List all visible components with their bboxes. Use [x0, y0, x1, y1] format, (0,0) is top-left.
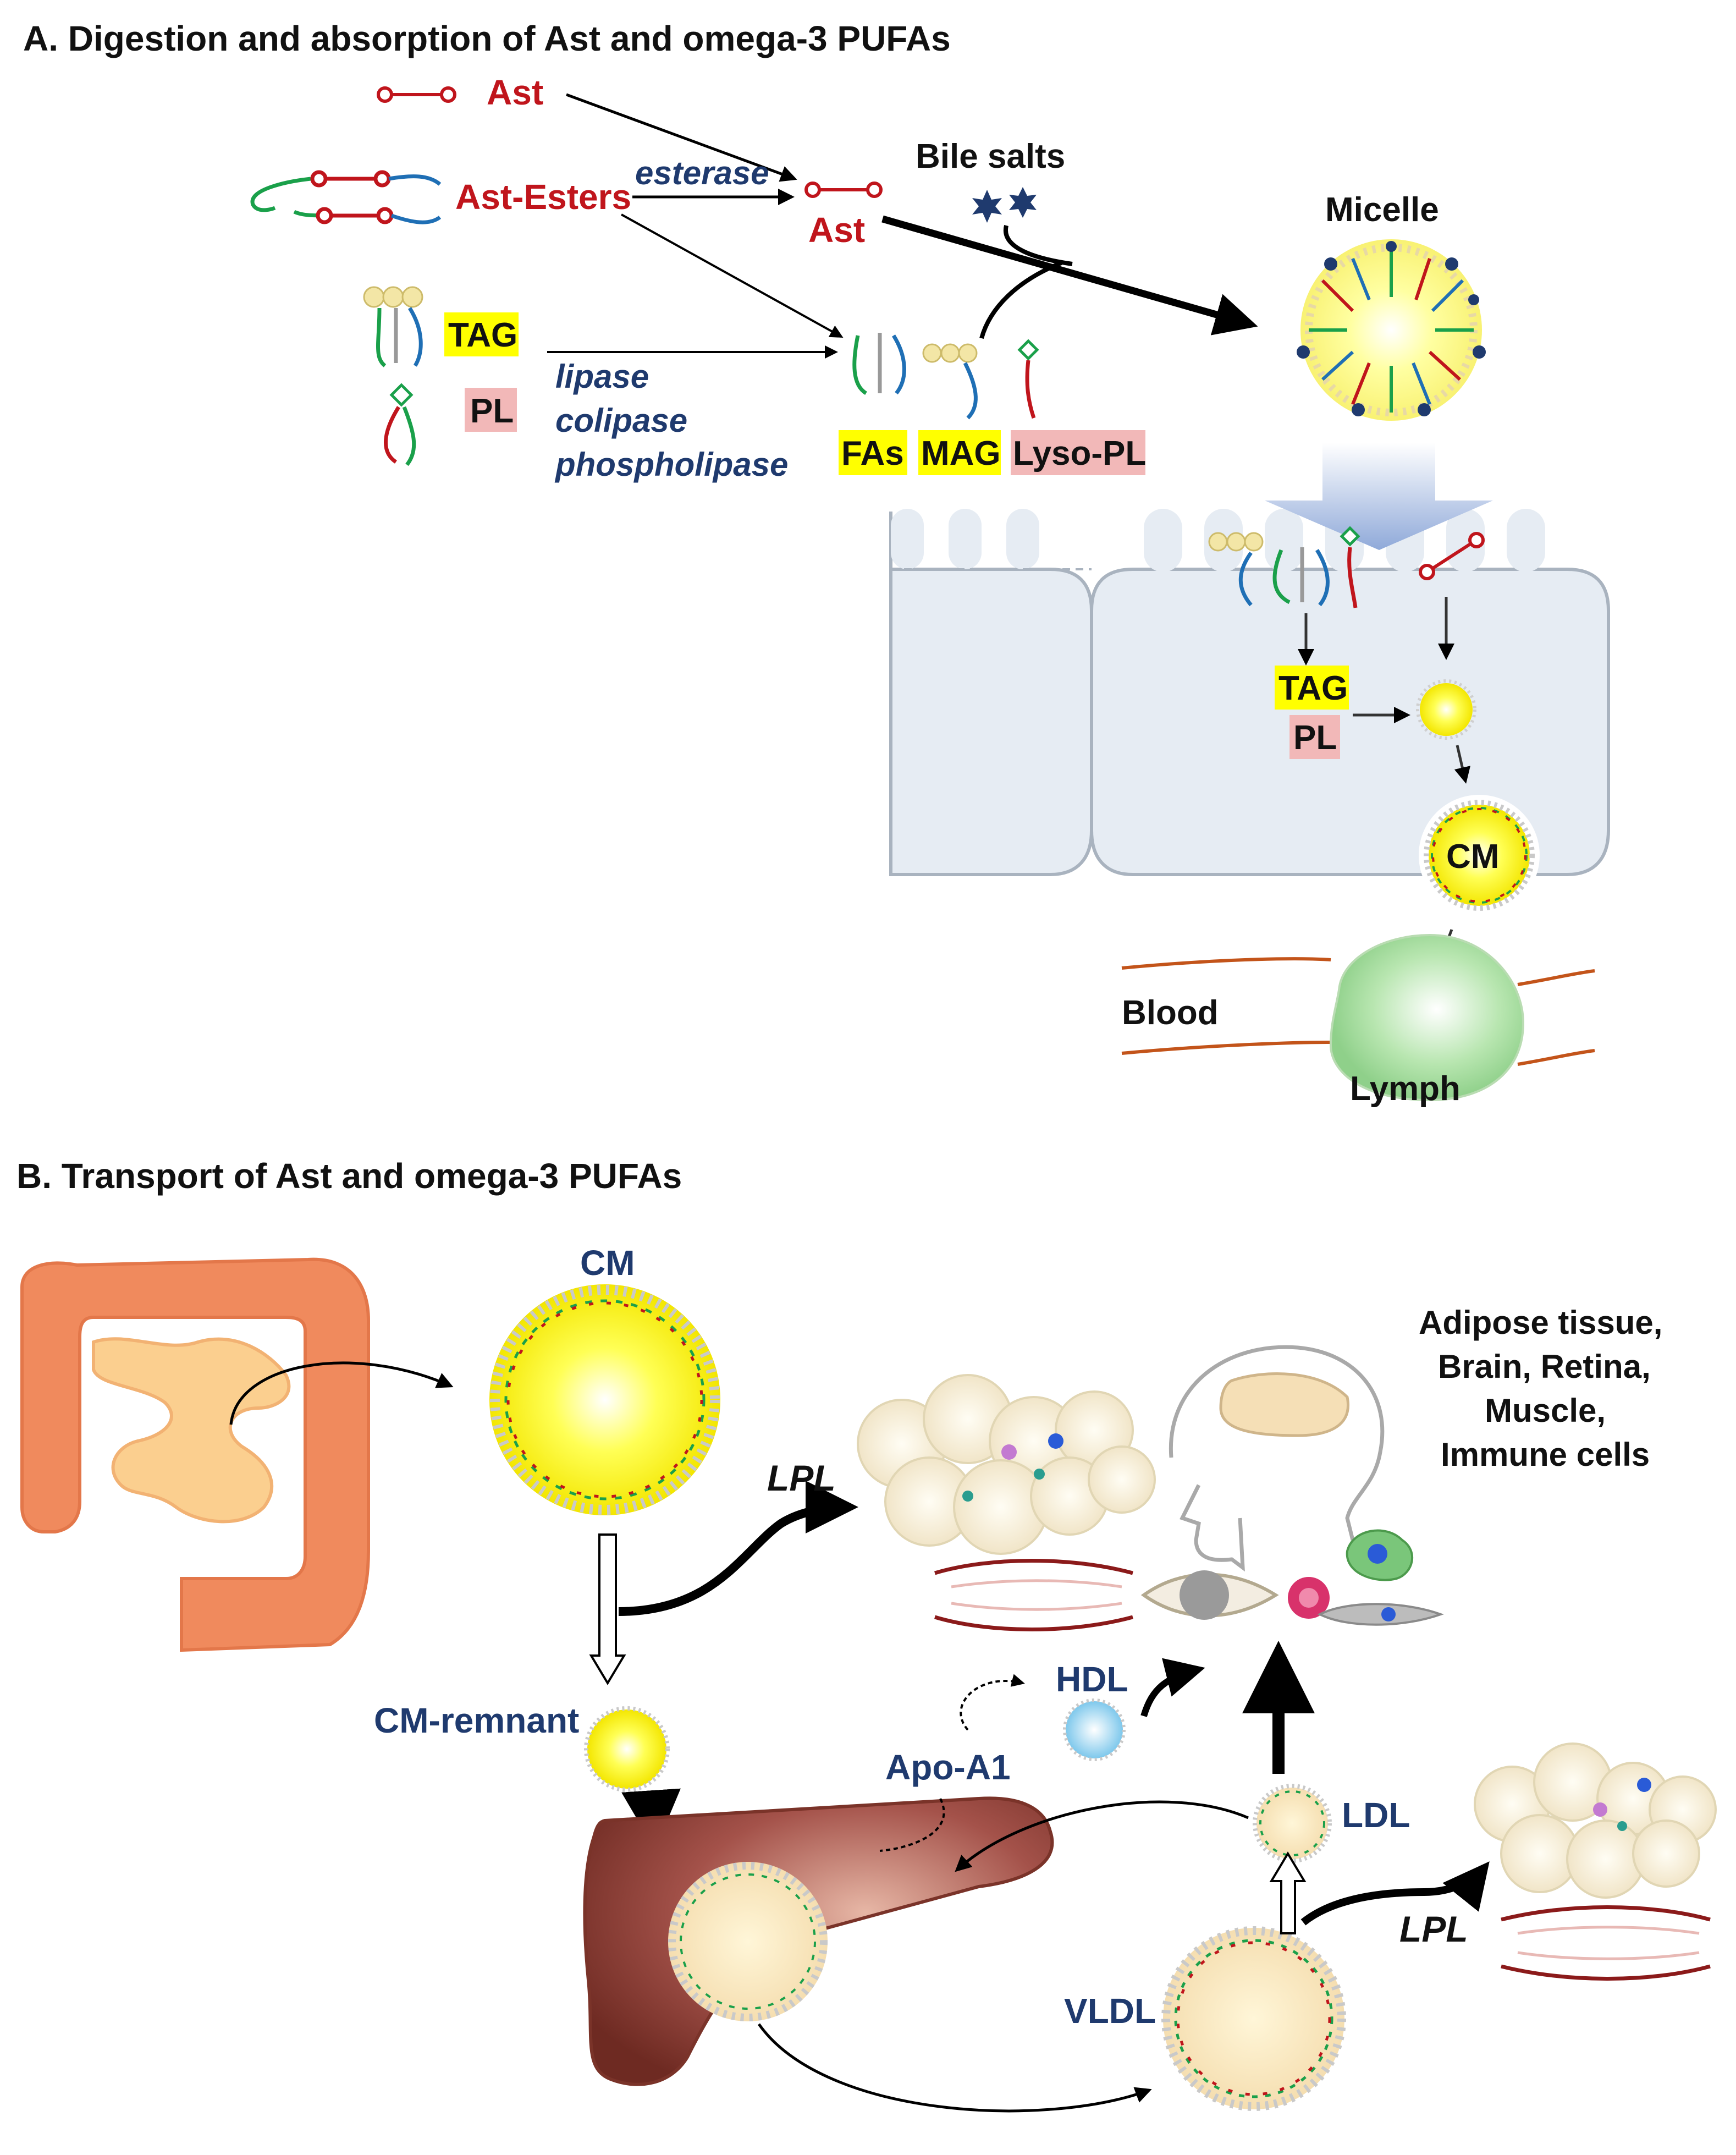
tissue-list-line-3: Muscle,: [1485, 1392, 1606, 1429]
adipose-tissue-bottom-icon: [1474, 1742, 1717, 1899]
pl-highlight: [465, 388, 517, 432]
apo-a1-label: Apo-A1: [885, 1747, 1011, 1787]
ast-to-ast-arrow: [566, 93, 797, 182]
cell-pl-highlight: [1289, 715, 1340, 759]
brain-head-icon: [1169, 1345, 1385, 1572]
lyso-pl-label: Lyso-PL: [1013, 435, 1146, 472]
liver-to-apo-a1-arrow: [879, 1798, 945, 1852]
ast-esters-molecule-icon: [250, 170, 442, 224]
vldl-particle-icon: [1161, 1926, 1346, 2111]
muscle-bottom-icon: [1501, 1905, 1711, 1981]
ast-molecule-icon: [377, 86, 456, 103]
liver-lipoprotein-icon: [668, 1862, 828, 2021]
cell-pl-label: PL: [1293, 719, 1337, 757]
ast-product-molecule-icon: [804, 182, 883, 198]
cell-entry-molecules-icon: [1208, 526, 1485, 608]
vldl-label: VLDL: [1064, 1991, 1156, 2031]
cell-tag-highlight: [1275, 666, 1349, 710]
eye-icon: [1140, 1570, 1279, 1620]
lymph-vessel: [1329, 933, 1525, 1102]
products-merge-arrow: [979, 261, 1062, 339]
micelle-icon: [1297, 239, 1486, 421]
liver-icon: [583, 1796, 1054, 2086]
cm-to-remnant-arrow: [589, 1533, 626, 1685]
tissue-list-line-1: Adipose tissue,: [1419, 1304, 1662, 1341]
mag-highlight: [918, 430, 1001, 475]
micelle-label: Micelle: [1325, 191, 1439, 229]
tag-highlight: [444, 312, 519, 356]
ldl-label: LDL: [1342, 1795, 1410, 1835]
enzyme-colipase: colipase: [555, 402, 687, 439]
lpl-top-label: LPL: [767, 1458, 836, 1498]
immune-cell-icon: [1288, 1529, 1444, 1626]
pl-molecule-icon: [384, 383, 416, 466]
cm-to-tissue-arrow: [618, 1481, 858, 1616]
tag-molecule-icon: [363, 286, 423, 367]
nascent-cm-down-arrow: [1454, 745, 1470, 784]
ast-label: Ast: [487, 73, 543, 112]
intestine-icon: [20, 1257, 370, 1652]
uptake-arrow: [1265, 443, 1493, 550]
bile-salts-label: Bile salts: [916, 138, 1065, 175]
pl-label: PL: [470, 392, 514, 430]
vldl-to-ldl-arrow: [1269, 1851, 1307, 1934]
hdl-label: HDL: [1056, 1659, 1128, 1699]
cm-b-particle-icon: [489, 1284, 720, 1515]
ast-product-label: Ast: [808, 210, 865, 250]
fas-molecule-icon: [852, 333, 906, 395]
lyso-pl-highlight: [1011, 430, 1145, 475]
lyso-pl-molecule-icon: [1017, 339, 1039, 419]
esterase-label: esterase: [635, 155, 769, 191]
panel-a-title: A. Digestion and absorption of Ast and o…: [23, 19, 951, 58]
lpl-bottom-label: LPL: [1399, 1909, 1468, 1949]
nascent-cm-icon: [1416, 679, 1476, 740]
enzyme-phospholipase: phospholipase: [554, 446, 788, 483]
tissue-list-line-2: Brain, Retina,: [1438, 1348, 1651, 1385]
cm-remnant-icon: [584, 1706, 670, 1792]
fas-label: FAs: [841, 435, 904, 472]
liver-to-vldl-arrow: [757, 2023, 1152, 2113]
cm-remnant-label: CM-remnant: [374, 1701, 579, 1740]
muscle-icon: [934, 1559, 1133, 1631]
tissue-list-line-4: Immune cells: [1441, 1436, 1650, 1473]
intestine-to-cm-arrow: [229, 1361, 454, 1425]
ast-esters-label: Ast-Esters: [455, 177, 631, 217]
blood-label: Blood: [1122, 994, 1219, 1032]
apo-a1-to-hdl-arrow: [960, 1674, 1025, 1731]
bile-salt-icon: [972, 187, 1037, 223]
fas-highlight: [839, 430, 907, 475]
cm-b-label: CM: [580, 1243, 635, 1283]
panel-b-title: B. Transport of Ast and omega-3 PUFAs: [16, 1156, 682, 1196]
mag-label: MAG: [921, 435, 1001, 472]
blood-vessel: [1121, 957, 1595, 1066]
ldl-to-liver-arrow: [955, 1800, 1249, 1872]
hdl-particle-icon: [1063, 1698, 1126, 1761]
adipose-tissue-icon: [857, 1374, 1156, 1555]
lymph-label: Lymph: [1350, 1070, 1461, 1108]
ldl-particle-icon: [1253, 1784, 1332, 1863]
hdl-to-tissue-arrow: [1140, 1658, 1205, 1717]
cm-label: CM: [1446, 838, 1499, 876]
mag-molecule-icon: [922, 343, 978, 420]
enzyme-lipase: lipase: [555, 358, 649, 395]
vldl-to-tissue-arrow: [1300, 1861, 1490, 1926]
ast-to-micelle-arrow: [881, 215, 1258, 336]
cell-tag-label: TAG: [1278, 669, 1348, 707]
esters-to-fas-arrow: [621, 213, 844, 338]
cm-particle-icon: [1419, 795, 1540, 916]
tag-label: TAG: [448, 316, 517, 354]
